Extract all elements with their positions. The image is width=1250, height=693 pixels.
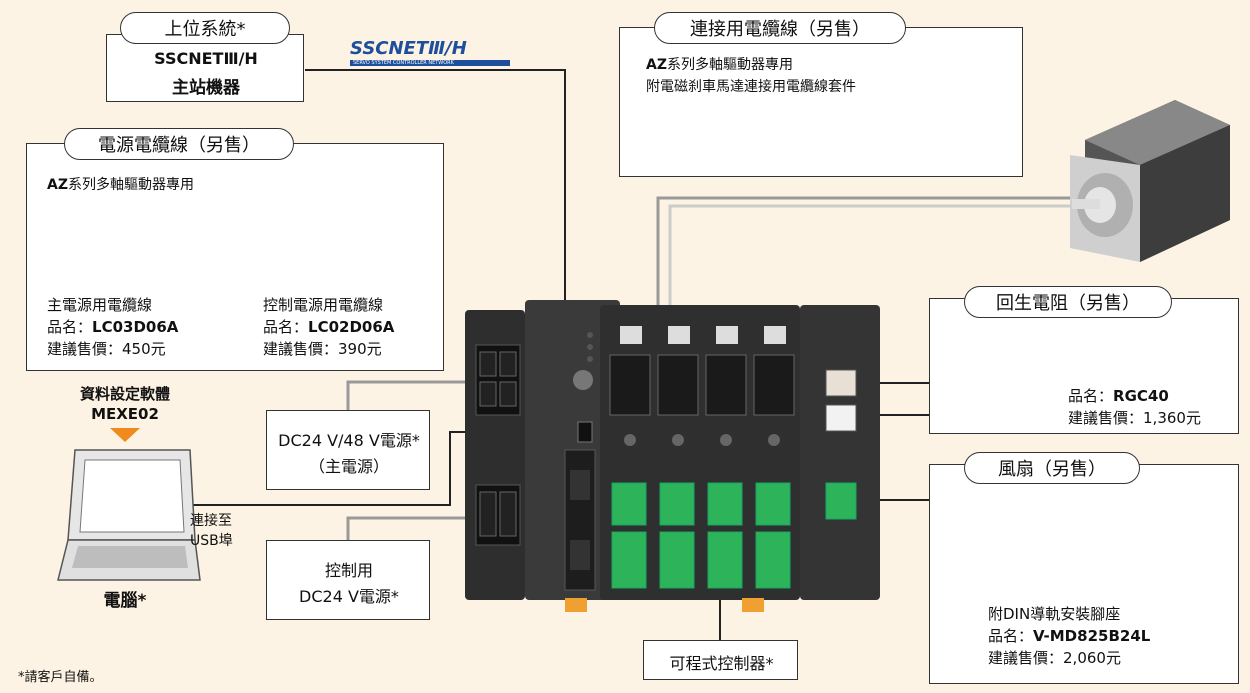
- fan-price: 2,060元: [1063, 649, 1121, 667]
- power-cable-subtitle-rest: 系列多軸驅動器專用: [68, 177, 194, 193]
- sscnet-logo: SSCNETⅢ/H SERVO SYSTEM CONTROLLER NETWOR…: [350, 38, 510, 66]
- control-power-cable: [346, 516, 475, 545]
- multi-axis-driver: [465, 300, 880, 612]
- connection-cable-line1: AZ系列多軸驅動器專用: [646, 54, 793, 74]
- pc-label: 電腦*: [103, 591, 147, 611]
- connection-cable-line1-bold: AZ: [646, 57, 667, 73]
- main-power-line2: （主電源）: [308, 457, 389, 476]
- regen-resistor-info: 品名：RGC40 建議售價：1,360元: [1068, 385, 1201, 429]
- main-power-line1: DC24 V/48 V電源*: [278, 431, 420, 450]
- regen-price: 1,360元: [1143, 409, 1201, 427]
- footnote: *請客戶自備。: [18, 670, 103, 685]
- regen-model: RGC40: [1113, 387, 1169, 405]
- software-line2: MEXE02: [91, 405, 159, 423]
- main-power-cable-price: 450元: [122, 340, 166, 358]
- regen-resistor-box: 品名：RGC40 建議售價：1,360元: [929, 298, 1239, 434]
- connection-cable-line1-rest: 系列多軸驅動器專用: [667, 57, 793, 73]
- control-power-line2: DC24 V電源*: [299, 587, 399, 606]
- fan-price-label: 建議售價：: [988, 649, 1064, 667]
- usb-line2: USB埠: [190, 533, 233, 549]
- connection-cable-line2: 附電磁刹車馬達連接用電纜線套件: [646, 79, 856, 95]
- power-cable-subtitle: AZ系列多軸驅動器專用: [47, 174, 194, 194]
- main-power-cable-model: LC03D06A: [92, 318, 179, 336]
- main-power-cable-name: 主電源用電纜線: [47, 296, 153, 314]
- fan-model-label: 品名：: [988, 627, 1034, 645]
- fan-box: 附DIN導軌安裝腳座 品名：V-MD825B24L 建議售價：2,060元: [929, 464, 1239, 684]
- main-power-cable-model-label: 品名：: [47, 318, 93, 336]
- control-power-cable-price: 390元: [338, 340, 382, 358]
- upper-system-line2: 主站機器: [172, 78, 240, 98]
- plc-box: 可程式控制器*: [643, 640, 798, 680]
- plc-label: 可程式控制器*: [669, 654, 774, 673]
- sscnet-logo-main: SSCNETⅢ/H: [350, 38, 467, 59]
- upper-system-line1: SSCNETⅢ/H: [154, 49, 258, 68]
- upper-system-box: SSCNETⅢ/H 主站機器: [106, 34, 304, 102]
- regen-resistor-title: 回生電阻（另售）: [964, 286, 1172, 318]
- main-power-cable-price-label: 建議售價：: [47, 340, 123, 358]
- sscnet-line: [305, 69, 566, 320]
- power-cable-title: 電源電纜線（另售）: [64, 128, 294, 160]
- software-label: 資料設定軟體 MEXE02: [40, 384, 210, 424]
- main-power-cable-info: 主電源用電纜線 品名：LC03D06A 建議售價：450元: [47, 294, 178, 360]
- control-power-cable-name: 控制電源用電纜線: [263, 296, 384, 314]
- upper-system-title: 上位系統*: [120, 12, 290, 44]
- control-power-cable-price-label: 建議售價：: [263, 340, 339, 358]
- fan-model: V-MD825B24L: [1033, 627, 1151, 645]
- regen-price-label: 建議售價：: [1068, 409, 1144, 427]
- sscnet-logo-sub: SERVO SYSTEM CONTROLLER NETWORK: [350, 60, 510, 66]
- fan-info: 附DIN導軌安裝腳座 品名：V-MD825B24L 建議售價：2,060元: [988, 603, 1150, 669]
- fan-title: 風扇（另售）: [964, 452, 1140, 484]
- usb-label: 連接至 USB埠: [190, 511, 233, 551]
- connection-cable-title: 連接用電纜線（另售）: [654, 12, 906, 44]
- connection-cable-box: AZ系列多軸驅動器專用 附電磁刹車馬達連接用電纜線套件: [619, 27, 1023, 177]
- control-power-cable-model-label: 品名：: [263, 318, 309, 336]
- regen-model-label: 品名：: [1068, 387, 1114, 405]
- usb-line1: 連接至: [190, 513, 232, 529]
- fan-line1: 附DIN導軌安裝腳座: [988, 605, 1121, 623]
- power-cable-subtitle-bold: AZ: [47, 177, 68, 193]
- software-line1: 資料設定軟體: [79, 385, 170, 403]
- main-power-box: DC24 V/48 V電源* （主電源）: [266, 410, 430, 490]
- control-power-box: 控制用 DC24 V電源*: [266, 540, 430, 620]
- control-power-line1: 控制用: [324, 561, 373, 580]
- orange-arrow: [110, 428, 140, 442]
- control-power-cable-info: 控制電源用電纜線 品名：LC02D06A 建議售價：390元: [263, 294, 394, 360]
- motor-image: [1070, 100, 1230, 262]
- control-power-cable-model: LC02D06A: [308, 318, 395, 336]
- power-cable-box: AZ系列多軸驅動器專用 主電源用電纜線 品名：LC03D06A 建議售價：450…: [26, 143, 444, 371]
- laptop-image: [57, 449, 201, 581]
